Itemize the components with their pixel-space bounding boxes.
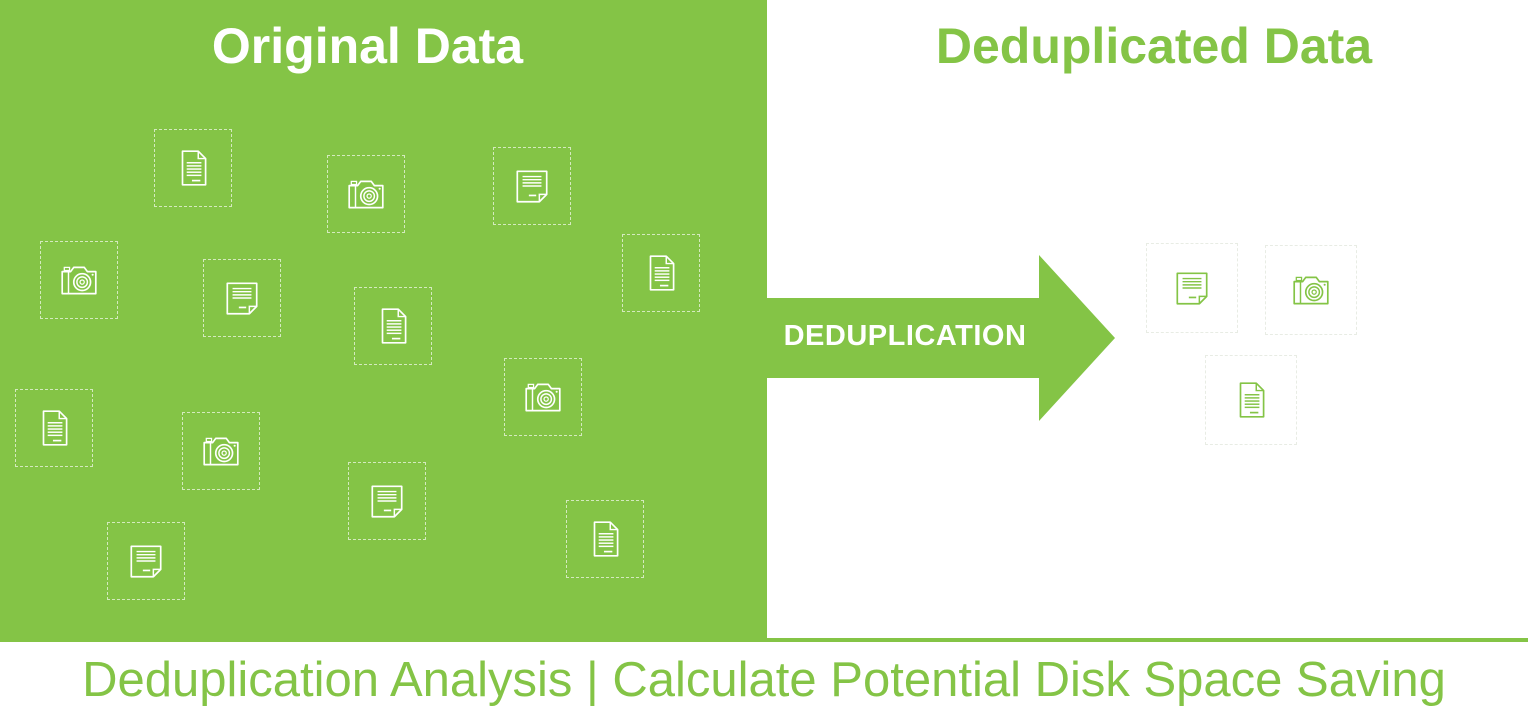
original-file-tile bbox=[154, 129, 232, 207]
original-file-tile bbox=[566, 500, 644, 578]
note-icon bbox=[1171, 267, 1213, 309]
document-icon bbox=[33, 407, 75, 449]
original-file-tile bbox=[622, 234, 700, 312]
original-file-tile bbox=[107, 522, 185, 600]
note-icon bbox=[366, 480, 408, 522]
document-icon bbox=[1230, 379, 1272, 421]
original-data-panel bbox=[0, 0, 767, 640]
document-icon bbox=[172, 147, 214, 189]
arrow-label: DEDUPLICATION bbox=[783, 320, 1027, 352]
camera-icon bbox=[345, 173, 387, 215]
document-icon bbox=[640, 252, 682, 294]
deduplication-arrow bbox=[767, 255, 1115, 421]
note-icon bbox=[511, 165, 553, 207]
page-caption: Deduplication Analysis | Calculate Poten… bbox=[82, 653, 1446, 707]
deduplicated-data-title: Deduplicated Data bbox=[935, 18, 1373, 74]
original-file-tile bbox=[354, 287, 432, 365]
deduplicated-file-tile bbox=[1265, 245, 1357, 335]
camera-icon bbox=[200, 430, 242, 472]
original-file-tile bbox=[348, 462, 426, 540]
original-file-tile bbox=[40, 241, 118, 319]
deduplicated-file-tile bbox=[1146, 243, 1238, 333]
note-icon bbox=[221, 277, 263, 319]
camera-icon bbox=[1290, 269, 1332, 311]
original-file-tile bbox=[504, 358, 582, 436]
original-file-tile bbox=[203, 259, 281, 337]
original-file-tile bbox=[327, 155, 405, 233]
original-file-tile bbox=[182, 412, 260, 490]
document-icon bbox=[584, 518, 626, 560]
document-icon bbox=[372, 305, 414, 347]
camera-icon bbox=[522, 376, 564, 418]
caption-divider bbox=[0, 638, 1528, 642]
note-icon bbox=[125, 540, 167, 582]
deduplicated-file-tile bbox=[1205, 355, 1297, 445]
original-data-title: Original Data bbox=[211, 18, 524, 74]
original-file-tile bbox=[493, 147, 571, 225]
camera-icon bbox=[58, 259, 100, 301]
original-file-tile bbox=[15, 389, 93, 467]
